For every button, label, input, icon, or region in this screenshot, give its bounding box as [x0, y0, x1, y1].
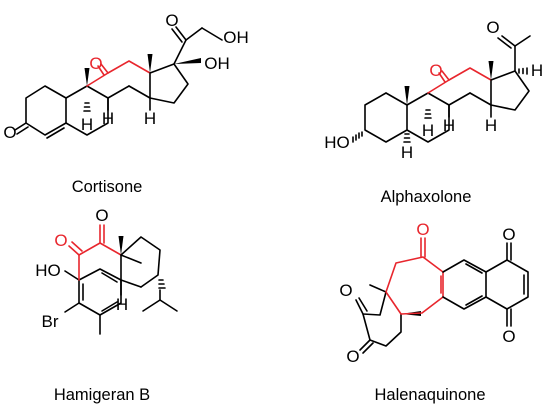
hamigeran-b-caption: Hamigeran B [54, 386, 150, 404]
cortisone-c11-oxygen: O [89, 54, 102, 73]
alphaxolone-c9-hydrogen: H [422, 121, 434, 140]
cortisone-c9-hydrogen: H [81, 115, 93, 134]
alphaxolone-structure: O O H H H H H HO Alphaxolone [324, 18, 543, 206]
hamigeran-bromine: Br [42, 312, 59, 331]
alphaxolone-c17-hydrogen: H [531, 61, 543, 80]
halenaquinone-caption: Halenaquinone [374, 386, 485, 404]
cortisone-c3-oxygen: O [3, 123, 16, 142]
alphaxolone-c5-hydrogen: H [401, 143, 413, 162]
hamigeran-hydroxyl: HO [35, 261, 61, 280]
cortisone-c14-hydrogen: H [144, 109, 156, 128]
alphaxolone-caption: Alphaxolone [381, 188, 472, 206]
alphaxolone-c14-hydrogen: H [485, 116, 497, 135]
hamigeran-b-structure: O O HO Br H Hamigeran B [35, 206, 178, 404]
halenaquinone-quinone-top-oxygen: O [502, 225, 515, 244]
hamigeran-ketone-b-oxygen: O [95, 206, 108, 225]
cortisone-c17-hydroxyl: OH [204, 54, 230, 73]
cortisone-c20-oxygen: O [165, 11, 178, 30]
hamigeran-hydrogen: H [116, 295, 128, 314]
alphaxolone-c3-hydroxyl: HO [324, 133, 350, 152]
halenaquinone-quinone-bottom-oxygen: O [502, 327, 515, 346]
cortisone-structure: O O OH OH H H H O Cortisone [3, 11, 248, 196]
alphaxolone-c20-oxygen: O [486, 18, 499, 37]
halenaquinone-furan-oxygen: O [339, 281, 352, 300]
halenaquinone-left-ketone-oxygen: O [346, 347, 359, 366]
cortisone-caption: Cortisone [72, 178, 143, 196]
halenaquinone-structure: O O O O O Halenaquinone [339, 220, 529, 404]
alphaxolone-c11-oxygen: O [429, 61, 442, 80]
halenaquinone-top-ketone-oxygen: O [416, 220, 429, 239]
cortisone-c21-hydroxyl: OH [223, 28, 249, 47]
alphaxolone-c8-hydrogen: H [443, 116, 455, 135]
cortisone-c8-hydrogen: H [102, 109, 114, 128]
hamigeran-ketone-a-oxygen: O [54, 231, 67, 250]
